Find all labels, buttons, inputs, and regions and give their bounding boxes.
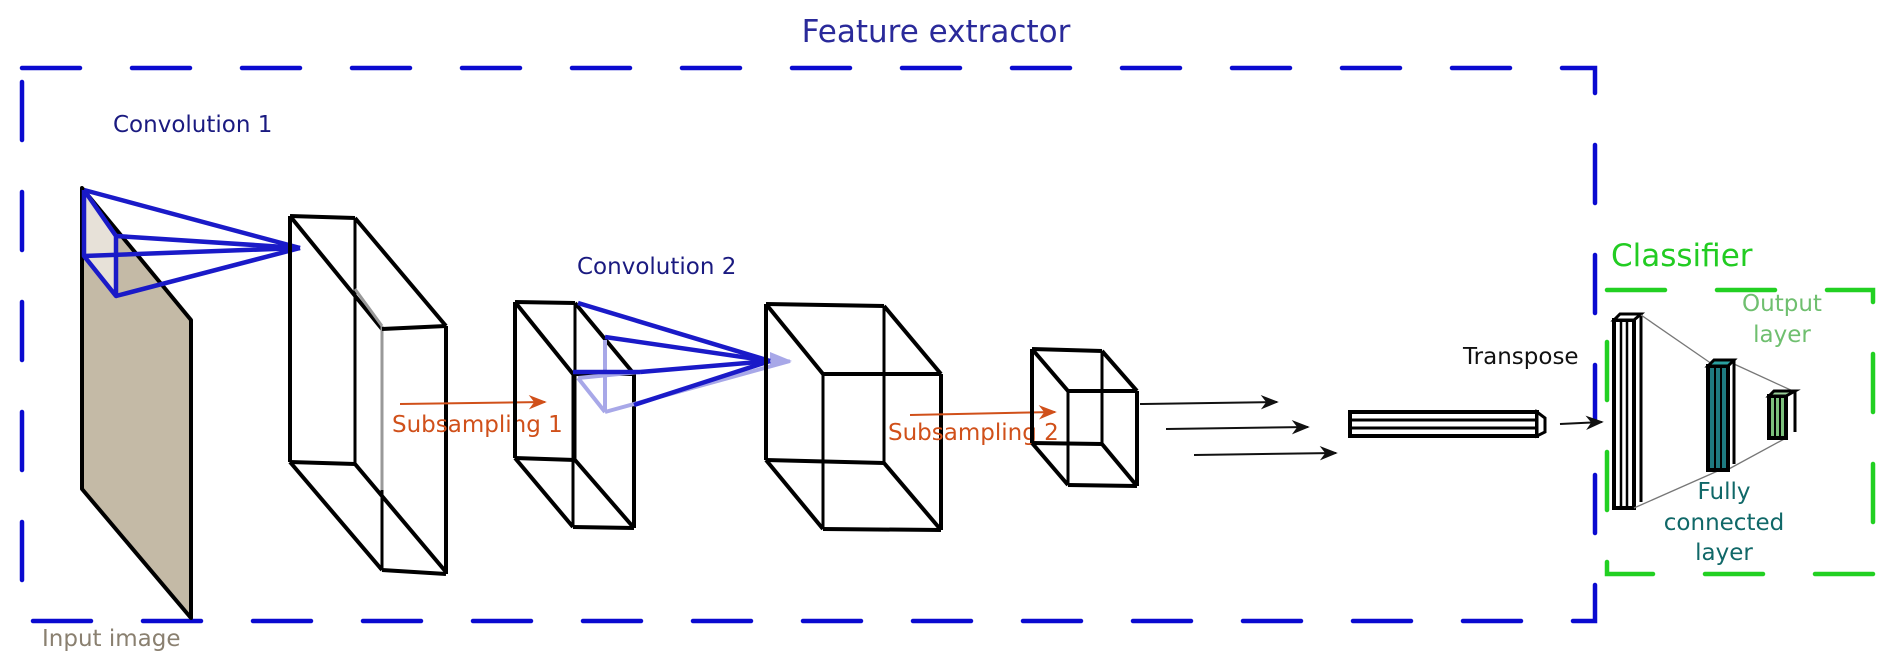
input-image-label: Input image — [42, 626, 181, 652]
input-image-panel — [80, 186, 193, 620]
flatten-arrow-1 — [1139, 395, 1279, 410]
flatten-arrow-3 — [1193, 446, 1338, 461]
output-layer — [1765, 389, 1801, 440]
fully-connected-label-line3: layer — [1695, 540, 1753, 566]
conv1-feature-maps — [288, 214, 448, 576]
transpose-label: Transpose — [1462, 344, 1579, 370]
feature-extractor-border — [19, 65, 1598, 624]
convolution-1-label: Convolution 1 — [113, 112, 272, 138]
convolution-1-kernel — [81, 187, 301, 299]
output-layer-label-line2: layer — [1753, 322, 1811, 348]
output-layer-label-line1: Output — [1742, 291, 1822, 317]
subsampled-maps-2 — [1030, 347, 1139, 488]
subsampling-1-label: Subsampling 1 — [392, 412, 563, 438]
feature-extractor-title: Feature extractor — [802, 14, 1071, 50]
fully-connected-label-line1: Fully — [1698, 479, 1751, 505]
convolution-2-label: Convolution 2 — [577, 254, 736, 280]
conv2-feature-maps — [764, 302, 943, 532]
fc-connection-top — [1640, 314, 1713, 365]
classifier-title: Classifier — [1611, 238, 1753, 274]
output-connection-bottom — [1726, 437, 1787, 471]
subsampling-1-arrow — [399, 395, 547, 410]
flattened-vector — [1348, 409, 1547, 439]
fc-connection-bottom — [1633, 469, 1721, 509]
flatten-arrow-2 — [1165, 420, 1310, 435]
fully-connected-layer — [1704, 358, 1738, 472]
output-connection-top — [1733, 363, 1796, 393]
transpose-arrow — [1559, 415, 1604, 430]
classifier-border — [1604, 287, 1876, 577]
transposed-vector — [1610, 312, 1646, 510]
convolution-2-kernel — [573, 300, 792, 414]
fully-connected-label-line2: connected — [1664, 510, 1784, 536]
